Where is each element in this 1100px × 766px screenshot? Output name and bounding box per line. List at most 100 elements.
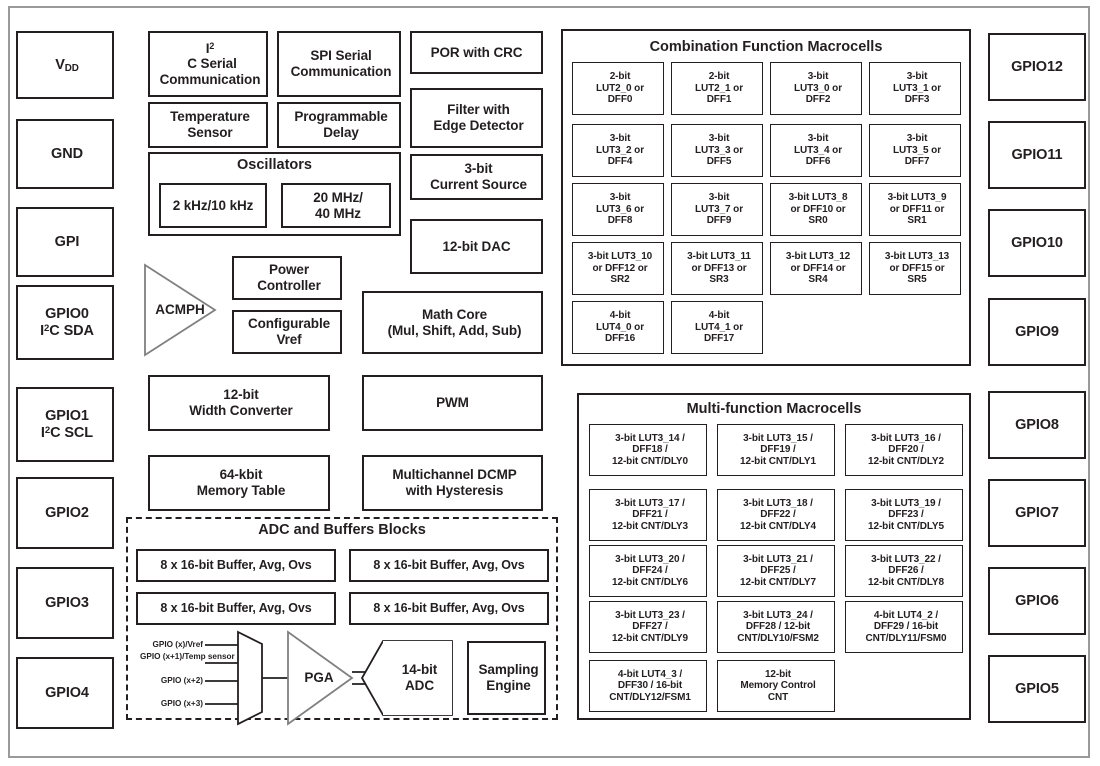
macrocell-multi-9[interactable]: 3-bit LUT3_23 /DFF27 /12-bit CNT/DLY9 [589,601,707,653]
macrocell-comb-7-line2: DFF7 [904,156,930,168]
macrocell-multi-2-line1: DFF20 / [888,444,924,456]
macrocell-comb-17-line2: DFF17 [703,333,735,345]
macrocell-comb-10-line2: SR0 [808,215,828,227]
block-pin-gpio12[interactable]: GPIO12 [988,33,1086,101]
block-pin-gpio8[interactable]: GPIO8 [988,391,1086,459]
macrocell-comb-14-line0: 3-bit LUT3_12 [785,251,851,263]
pin-gpio10-label: GPIO10 [1011,234,1063,251]
macrocell-multi-2[interactable]: 3-bit LUT3_16 /DFF20 /12-bit CNT/DLY2 [845,424,963,476]
macrocell-multi-6-line2: 12-bit CNT/DLY6 [612,576,688,588]
macrocell-multi-10-line2: CNT/DLY10/FSM2 [737,632,819,644]
block-osc-low-frequency[interactable]: 2 kHz/10 kHz [159,183,267,228]
macrocell-multi-12-line2: CNT/DLY12/FSM1 [609,691,691,703]
block-12bit-width-converter[interactable]: 12-bit Width Converter [148,375,330,431]
block-pin-gpio11[interactable]: GPIO11 [988,121,1086,189]
block-sampling-engine[interactable]: Sampling Engine [467,641,546,715]
block-adc-buffer-1[interactable]: 8 x 16-bit Buffer, Avg, Ovs [349,549,549,582]
pga-label: PGA [304,670,334,685]
adc-and-buffers-dashed-region [126,517,558,720]
block-64kbit-memory-table[interactable]: 64-kbit Memory Table [148,455,330,511]
macrocell-comb-16-line2: DFF16 [604,333,636,345]
macrocell-comb-8-line1: LUT3_6 or [595,203,644,215]
block-spi-serial-communication[interactable]: SPI Serial Communication [277,31,401,97]
pin-gpi-label: GPI [18,234,112,251]
block-programmable-delay[interactable]: Programmable Delay [277,102,401,148]
block-pin-gnd[interactable]: GND [16,119,114,189]
macrocell-multi-9-line1: DFF27 / [632,621,668,633]
block-adc-buffer-3[interactable]: 8 x 16-bit Buffer, Avg, Ovs [349,592,549,625]
block-14bit-adc[interactable]: 14-bit ADC [383,641,452,715]
macrocell-comb-6-line2: DFF6 [805,156,831,168]
block-adc-buffer-0[interactable]: 8 x 16-bit Buffer, Avg, Ovs [136,549,336,582]
mux-input-2: GPIO (x+2) [140,676,203,685]
combination-macrocells-title: Combination Function Macrocells [649,39,883,55]
macrocell-multi-3[interactable]: 3-bit LUT3_17 /DFF21 /12-bit CNT/DLY3 [589,489,707,541]
macrocell-multi-6[interactable]: 3-bit LUT3_20 /DFF24 /12-bit CNT/DLY6 [589,545,707,597]
block-pin-gpio10[interactable]: GPIO10 [988,209,1086,277]
macrocell-multi-1-line1: DFF19 / [760,444,796,456]
block-configurable-vref[interactable]: Configurable Vref [232,310,342,354]
block-3bit-current-source[interactable]: 3-bit Current Source [410,154,543,200]
block-filter-with-edge-detector[interactable]: Filter with Edge Detector [410,88,543,148]
macrocell-comb-8-line2: DFF8 [607,215,633,227]
block-adc-buffer-2[interactable]: 8 x 16-bit Buffer, Avg, Ovs [136,592,336,625]
macrocell-multi-0[interactable]: 3-bit LUT3_14 /DFF18 /12-bit CNT/DLY0 [589,424,707,476]
macrocell-multi-5[interactable]: 3-bit LUT3_19 /DFF23 /12-bit CNT/DLY5 [845,489,963,541]
block-power-controller[interactable]: Power Controller [232,256,342,300]
block-pin-gpi[interactable]: GPI [16,207,114,277]
block-pin-gpio6[interactable]: GPIO6 [988,567,1086,635]
block-pin-gpio3[interactable]: GPIO3 [16,567,114,639]
macrocell-multi-4[interactable]: 3-bit LUT3_18 /DFF22 /12-bit CNT/DLY4 [717,489,835,541]
block-temperature-sensor[interactable]: Temperature Sensor [148,102,268,148]
macrocell-multi-8[interactable]: 3-bit LUT3_22 /DFF26 /12-bit CNT/DLY8 [845,545,963,597]
macrocell-multi-label-2: 3-bit LUT3_16 /DFF20 /12-bit CNT/DLY2 [846,433,962,468]
block-pin-gpio7[interactable]: GPIO7 [988,479,1086,547]
block-pin-vdd[interactable]: VDD [16,31,114,99]
macrocell-multi-label-7: 3-bit LUT3_21 /DFF25 /12-bit CNT/DLY7 [718,554,834,589]
block-pin-gpio5[interactable]: GPIO5 [988,655,1086,723]
block-math-core[interactable]: Math Core (Mul, Shift, Add, Sub) [362,291,543,354]
block-por-with-crc[interactable]: POR with CRC [410,31,543,74]
block-osc-high-frequency[interactable]: 20 MHz/ 40 MHz [281,183,391,228]
macrocell-multi-7[interactable]: 3-bit LUT3_21 /DFF25 /12-bit CNT/DLY7 [717,545,835,597]
macrocell-comb-12-line2: SR2 [610,274,630,286]
block-pwm[interactable]: PWM [362,375,543,431]
macrocell-multi-1[interactable]: 3-bit LUT3_15 /DFF19 /12-bit CNT/DLY1 [717,424,835,476]
block-pin-gpio9[interactable]: GPIO9 [988,298,1086,366]
block-multichannel-dcmp[interactable]: Multichannel DCMP with Hysteresis [362,455,543,511]
block-pin-gpio2[interactable]: GPIO2 [16,477,114,549]
block-12bit-dac[interactable]: 12-bit DAC [410,219,543,274]
block-pin-gpio4[interactable]: GPIO4 [16,657,114,729]
dcmp-line2: with Hysteresis [405,483,504,498]
